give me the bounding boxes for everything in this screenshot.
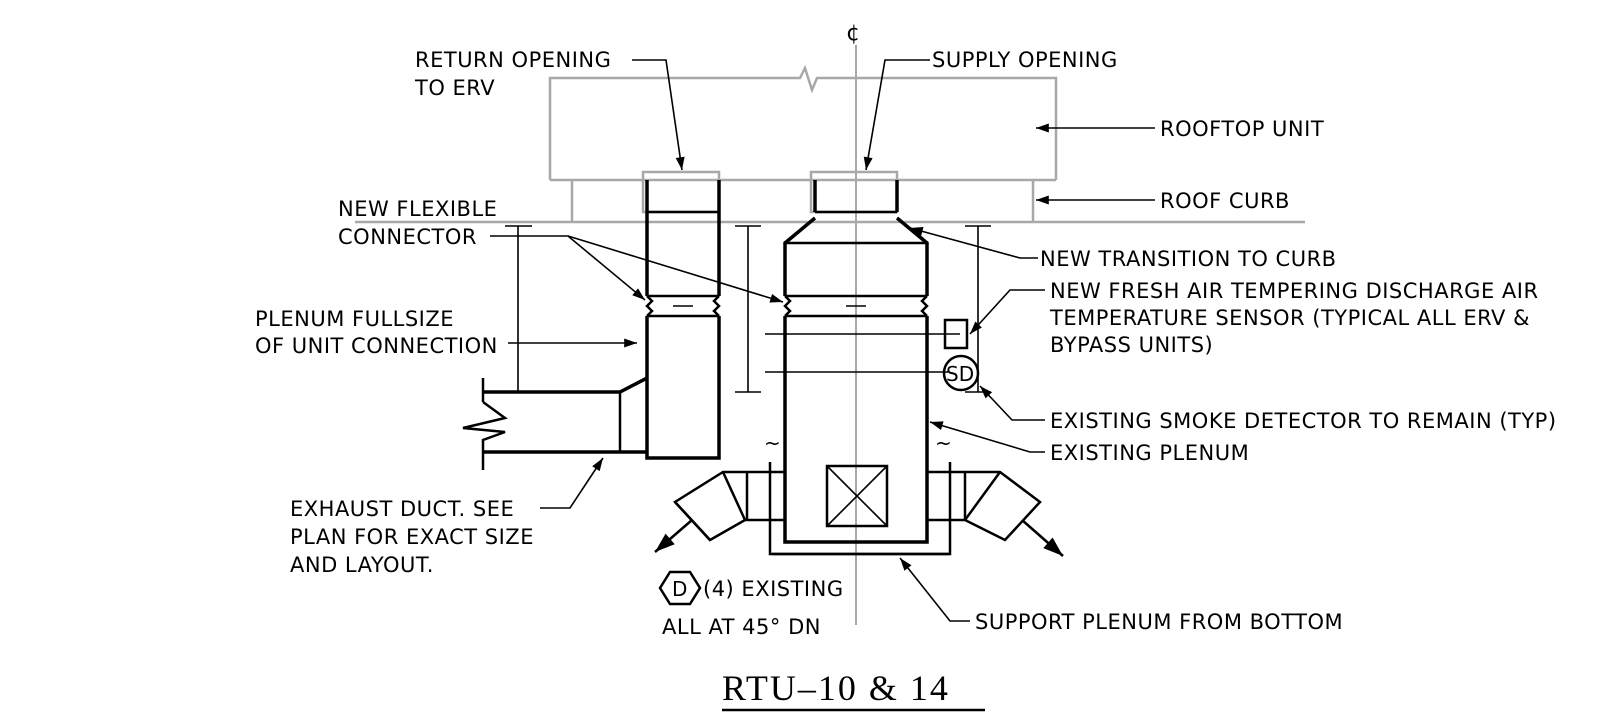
existing-openings	[641, 170, 899, 214]
label-exhaust-2: PLAN FOR EXACT SIZE	[290, 525, 534, 549]
exhaust-duct	[462, 376, 648, 470]
branch-duct-left	[654, 470, 785, 553]
tilde-left: ~	[764, 431, 781, 455]
label-return-opening-1: RETURN OPENING	[415, 48, 611, 72]
label-rooftop-unit: ROOFTOP UNIT	[1160, 117, 1324, 141]
centerline-symbol: ¢	[846, 21, 860, 46]
hanger-lines	[505, 225, 991, 393]
label-exhaust-3: AND LAYOUT.	[290, 553, 434, 577]
existing-rooftop-unit	[548, 64, 1058, 182]
label-plenum-fullsize-1: PLENUM FULLSIZE	[255, 307, 454, 331]
label-support: SUPPORT PLENUM FROM BOTTOM	[975, 610, 1343, 634]
tilde-right: ~	[935, 431, 952, 455]
diffuser-tag-hexagon	[658, 570, 702, 606]
supply-duct	[768, 180, 952, 556]
label-new-transition: NEW TRANSITION TO CURB	[1040, 247, 1337, 271]
label-sensor-1: NEW FRESH AIR TEMPERING DISCHARGE AIR	[1050, 279, 1539, 303]
label-diffuser-2: ALL AT 45° DN	[662, 615, 821, 639]
label-sensor-3: BYPASS UNITS)	[1050, 333, 1213, 357]
diffuser-tag-letter: D	[672, 577, 687, 601]
svg-text:SD: SD	[946, 362, 974, 386]
label-supply-opening: SUPPLY OPENING	[932, 48, 1118, 72]
label-new-flexible-2: CONNECTOR	[338, 225, 477, 249]
label-exhaust-1: EXHAUST DUCT. SEE	[290, 497, 514, 521]
label-diffuser-1: (4) EXISTING	[703, 577, 844, 601]
label-roof-curb: ROOF CURB	[1160, 189, 1290, 213]
label-existing-plenum: EXISTING PLENUM	[1050, 441, 1249, 465]
label-new-flexible-1: NEW FLEXIBLE	[338, 197, 497, 221]
branch-duct-right	[927, 470, 1064, 557]
temperature-sensor-symbol	[943, 318, 969, 350]
existing-roof-curb	[355, 180, 1305, 224]
label-smoke-detector: EXISTING SMOKE DETECTOR TO REMAIN (TYP)	[1050, 409, 1557, 433]
label-plenum-fullsize-2: OF UNIT CONNECTION	[255, 334, 498, 358]
leader-lines	[490, 59, 1155, 622]
return-duct	[645, 180, 721, 460]
smoke-detector-symbol: SD	[942, 354, 980, 392]
label-return-opening-2: TO ERV	[414, 76, 495, 100]
label-sensor-2: TEMPERATURE SENSOR (TYPICAL ALL ERV &	[1049, 306, 1530, 330]
drawing-title: RTU–10 & 14	[722, 668, 950, 708]
